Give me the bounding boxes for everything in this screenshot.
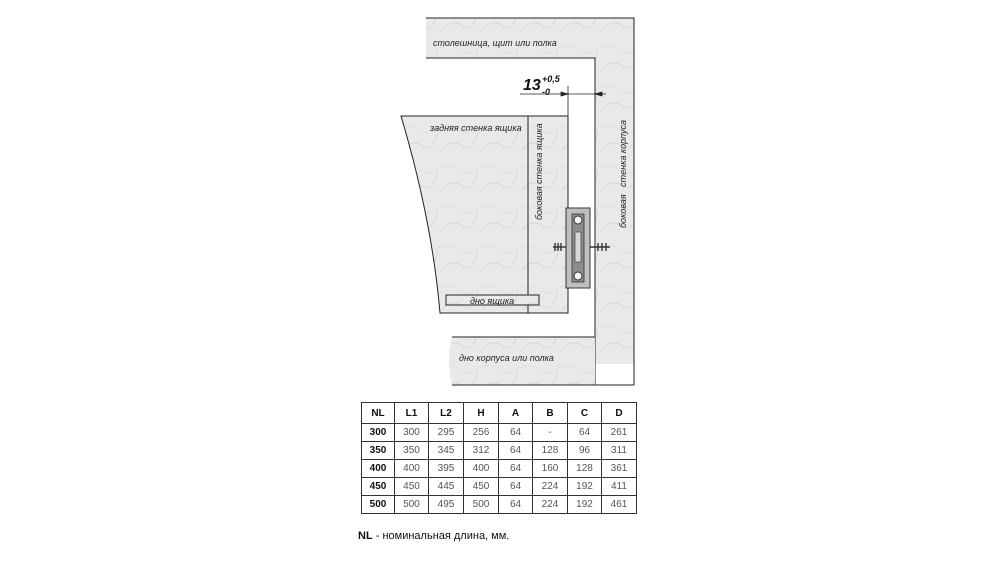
col-header: NL — [361, 402, 395, 424]
table-cell: 128 — [532, 441, 568, 460]
table-cell: 350 — [394, 441, 429, 460]
table-cell: 160 — [532, 459, 568, 478]
table-cell: 350 — [361, 441, 395, 460]
cabinet-bottom-outline — [452, 336, 634, 386]
table-cell: 224 — [532, 477, 568, 496]
table-cell: 300 — [394, 423, 429, 442]
gap-dimension — [520, 86, 606, 116]
table-row: 300 300 295 256 64 - 64 261 — [361, 423, 637, 442]
col-header: L1 — [394, 402, 429, 424]
table-row: 500 500 495 500 64 224 192 461 — [361, 495, 637, 514]
drawer-back-wall — [400, 115, 569, 314]
countertop-outline — [426, 17, 635, 385]
drawer-side-wall — [527, 115, 569, 314]
footnote-text: - номинальная длина, мм. — [372, 530, 510, 542]
col-header: H — [463, 402, 499, 424]
size-table: NL L1 L2 H A B C D 300 300 295 256 64 - … — [361, 402, 637, 514]
cabinet-bottom-panel — [449, 337, 595, 385]
table-cell: 345 — [428, 441, 464, 460]
countertop-label: столешница, щит или полка — [433, 38, 557, 48]
table-cell: - — [532, 423, 568, 442]
table-cell: 461 — [601, 495, 637, 514]
table-cell: 300 — [361, 423, 395, 442]
table-cell: 128 — [567, 459, 602, 478]
cabinet-bottom-label: дно корпуса или полка — [459, 353, 554, 363]
table-cell: 400 — [394, 459, 429, 478]
footnote-term: NL — [358, 530, 373, 542]
table-row: 450 450 445 450 64 224 192 411 — [361, 477, 637, 496]
table-header-row: NL L1 L2 H A B C D — [361, 402, 637, 424]
footnote: NL - номинальная длина, мм. — [358, 530, 509, 542]
cabinet-side-label: боковая стенка корпуса — [618, 120, 628, 228]
dimension-lower-tolerance: -0 — [542, 87, 550, 97]
table-cell: 445 — [428, 477, 464, 496]
table-cell: 450 — [361, 477, 395, 496]
drawer-side-label: боковая стенка ящика — [534, 123, 544, 220]
table-cell: 495 — [428, 495, 464, 514]
drawer-bottom — [445, 294, 540, 306]
table-cell: 450 — [463, 477, 499, 496]
back-wall-label: задняя стенка ящика — [429, 123, 522, 133]
table-cell: 64 — [498, 477, 533, 496]
table-cell: 192 — [567, 477, 602, 496]
col-header: C — [567, 402, 602, 424]
dimension-value: 13 — [523, 77, 541, 94]
table-cell: 64 — [567, 423, 602, 442]
table-cell: 64 — [498, 459, 533, 478]
assembly-diagram: столешница, щит или полка боковая стенка… — [400, 17, 635, 386]
table-cell: 500 — [394, 495, 429, 514]
col-header: A — [498, 402, 533, 424]
table-cell: 411 — [601, 477, 637, 496]
table-cell: 450 — [394, 477, 429, 496]
col-header: D — [601, 402, 637, 424]
table-cell: 192 — [567, 495, 602, 514]
drawer-bottom-label: дно ящика — [470, 296, 514, 306]
dimension-upper-tolerance: +0,5 — [542, 74, 561, 84]
col-header: L2 — [428, 402, 464, 424]
table-cell: 295 — [428, 423, 464, 442]
col-header: B — [532, 402, 568, 424]
table-cell: 400 — [463, 459, 499, 478]
table-cell: 311 — [601, 441, 637, 460]
table-cell: 256 — [463, 423, 499, 442]
table-cell: 64 — [498, 495, 533, 514]
table-cell: 395 — [428, 459, 464, 478]
table-cell: 312 — [463, 441, 499, 460]
table-cell: 500 — [361, 495, 395, 514]
drawer-slide-runner — [553, 207, 610, 289]
table-cell: 361 — [601, 459, 637, 478]
table-cell: 96 — [567, 441, 602, 460]
table-cell: 261 — [601, 423, 637, 442]
table-cell: 64 — [498, 441, 533, 460]
table-row: 400 400 395 400 64 160 128 361 — [361, 459, 637, 478]
table-cell: 400 — [361, 459, 395, 478]
table-cell: 64 — [498, 423, 533, 442]
table-row: 350 350 345 312 64 128 96 311 — [361, 441, 637, 460]
table-cell: 224 — [532, 495, 568, 514]
table-cell: 500 — [463, 495, 499, 514]
countertop-panel — [426, 18, 634, 364]
